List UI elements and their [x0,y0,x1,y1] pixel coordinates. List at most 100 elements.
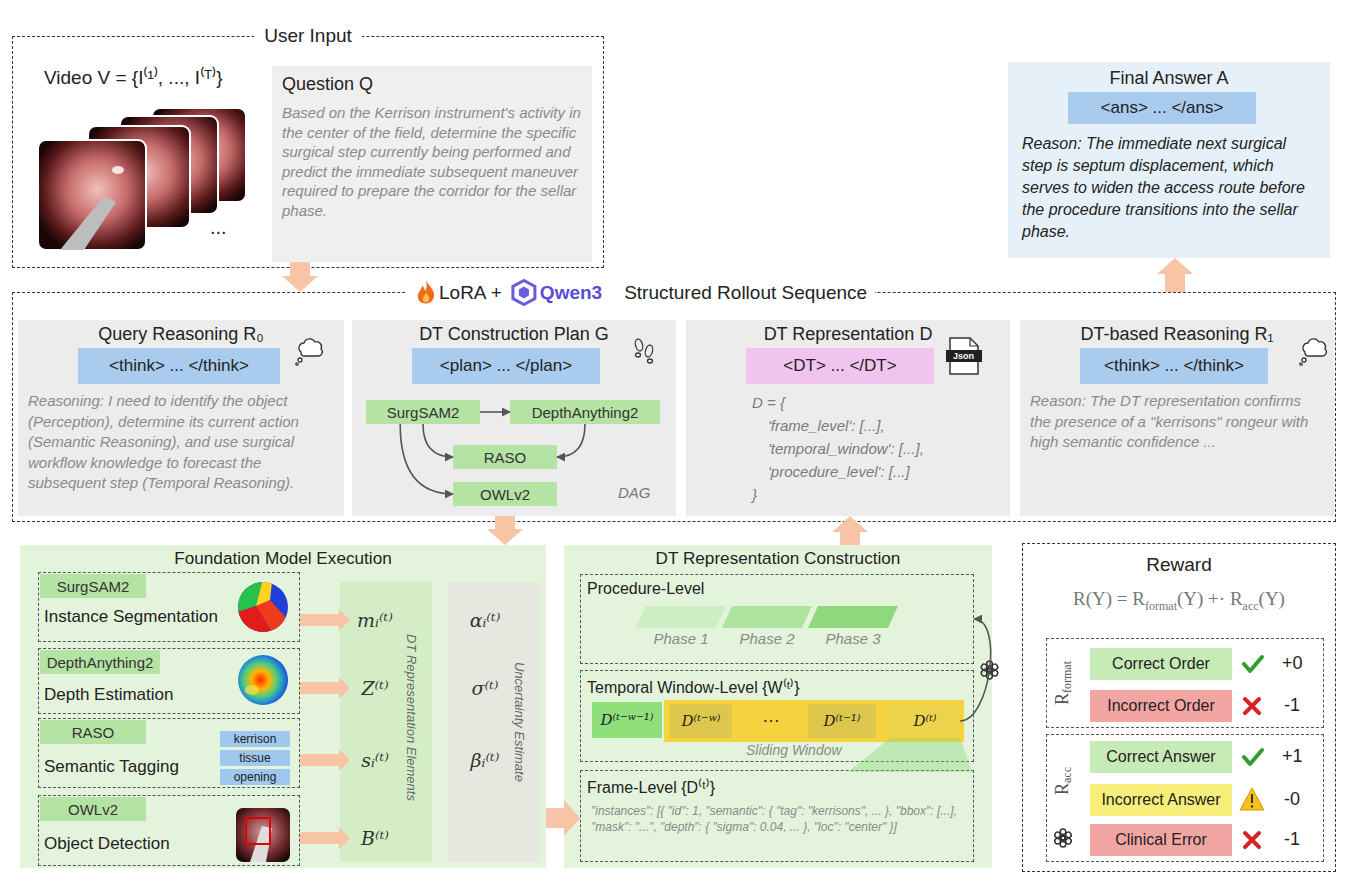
box-title: DT Construction Plan G [362,324,666,345]
phase-outline [808,606,898,628]
phase-outline [722,606,812,628]
video-frames [112,166,124,174]
box-title: Incorrect Order [1107,697,1215,715]
box-title: DepthAnything2 [532,404,639,421]
note-label: DAG [618,484,651,501]
label-anchor: Video V = {I⁽¹⁾, ..., I⁽ᵀ⁾} [44,64,223,90]
video-frames [60,196,116,250]
phase-outline [722,606,812,628]
reward-case: Incorrect Answer [1090,784,1232,816]
box-title: DT Representation Elements [404,634,419,801]
box-title: LoRA + [413,282,502,303]
element-symbol: Z⁽ᵗ⁾ [350,672,400,704]
box-text: R(Y) = R [1073,588,1145,609]
label-anchor: -1 [1284,695,1300,716]
box-text: D = { [752,391,1000,414]
box-text: Based on the Kerrison instrument's activ… [282,103,582,220]
box-text: Reasoning: I need to identify the object… [28,391,334,494]
box-title: Temporal Window-Level {W⁽ᵗ⁾} [587,676,973,698]
box-title: SurgSAM2 [387,404,460,421]
text-group: Rformat [1052,647,1075,719]
box-title: σ⁽ᵗ⁾ [472,677,499,699]
frame-state: D⁽ᵗ⁻¹⁾ [808,704,876,738]
box-title: Uncertainty Estimate [512,662,527,782]
box-title: Instance Segmentation [44,607,299,627]
box-title: Depth Estimation [44,685,299,705]
box-title: Phase 2 [722,630,812,647]
video-frames [38,140,146,250]
element-symbol: sᵢ⁽ᵗ⁾ [350,744,400,776]
box-text: Reason: The DT representation confirms t… [1030,391,1324,453]
tool-tag: DepthAnything2 [40,650,160,674]
box-title: D⁽ᵗ⁻ʷ⁻¹⁾ [600,711,653,729]
video-frames [88,126,190,228]
cross-icon [1245,699,1259,847]
box-text: Reason: The immediate next surgical step… [1022,133,1316,243]
uncertainty-symbol: βᵢ⁽ᵗ⁾ [460,744,510,776]
answer-box: Final Answer AReason: The immediate next… [1008,62,1330,258]
phase-shape: Phase 1 [636,606,726,628]
box-title: Reward [1023,554,1335,576]
phase-outline [636,606,726,628]
phase-shape: Phase 3 [808,606,898,628]
note-label: -1 [1284,829,1300,850]
box-title: Phase 1 [636,630,726,647]
level-box: Procedure-LevelPhase 1Phase 2Phase 3 [580,574,974,664]
label-anchor: -1 [1284,829,1300,850]
note-label: +0 [1282,653,1303,674]
box-title: Question Q [282,74,582,95]
note-label: -1 [1284,695,1300,716]
box-text: 'frame_level': [...], [768,414,1000,437]
box-title: sᵢ⁽ᵗ⁾ [361,749,389,771]
box-title: SurgSAM2 [57,578,130,595]
box-title: B⁽ᵗ⁾ [361,827,389,849]
box-title: Incorrect Answer [1101,791,1220,809]
reasoning-box: DT-based Reasoning R₁ Reason: The DT repr… [1020,320,1334,516]
flow-arrow [1157,258,1193,292]
label-anchor: DAG [618,484,651,501]
note-label: ... [210,216,227,239]
box-title: Procedure-Level [587,580,973,598]
box-title: R [1052,693,1072,705]
box-title: DT Representation Construction [564,548,992,569]
uncertainty-symbol: σ⁽ᵗ⁾ [460,672,510,704]
text-group: R(Y) = Rformat(Y) +· Racc(Y) [1023,588,1335,614]
element-symbol: B⁽ᵗ⁾ [350,822,400,854]
label-anchor: -0 [1284,789,1300,810]
box-title: DepthAnything2 [47,654,154,671]
tool-node: DepthAnything2 [510,400,660,424]
box-title: <DT> ... </DT> [783,356,896,376]
tool-tag: SurgSAM2 [40,574,146,598]
box-title: <think> ... </think> [1104,356,1244,376]
box-title: Z⁽ᵗ⁾ [361,677,388,699]
tag-pill: <think> ... </think> [1080,348,1268,384]
reward-case: Incorrect Order [1090,690,1232,722]
warning-icon [1251,805,1253,807]
box-text: 'procedure_level': [...] [768,460,1000,483]
tool-tag: RASO [40,720,146,744]
box-title: <think> ... </think> [109,356,249,376]
execution-panel: Foundation Model ExecutionInstance Segme… [20,545,546,868]
box-title: DT-based Reasoning R₁ [1030,324,1324,345]
uncertainty-symbol: αᵢ⁽ᵗ⁾ [460,604,510,636]
question-box: Question Q Based on the Kerrison instrume… [272,66,592,262]
box-title: Correct Answer [1106,748,1215,766]
cross-icon [1245,833,1259,847]
reward-case: Correct Order [1090,648,1232,680]
semantic-tag: kerrison [220,731,290,747]
phase-outline [808,606,898,628]
box-text: acc [1243,599,1259,613]
reward-group: Rformat Correct OrderIncorrect Order [1046,638,1324,728]
box-title: RASO [72,724,115,741]
level-box: Frame-Level {D⁽ᵗ⁾}"instances": [{ "id": … [580,770,974,862]
box-text: 'temporal_window': [...], [768,437,1000,460]
box-title: D⁽ᵗ⁻¹⁾ [823,712,860,730]
box-text: (Y) [1259,588,1285,609]
label-anchor: … [762,706,780,727]
box-title: Query Reasoning R₀ [28,324,334,345]
tag-pill: <DT> ... </DT> [746,348,934,384]
box-title: D⁽ᵗ⁾ [913,712,936,730]
flow-arrow [282,262,318,292]
box-title: tissue [239,751,270,765]
phase-outline [636,606,726,628]
